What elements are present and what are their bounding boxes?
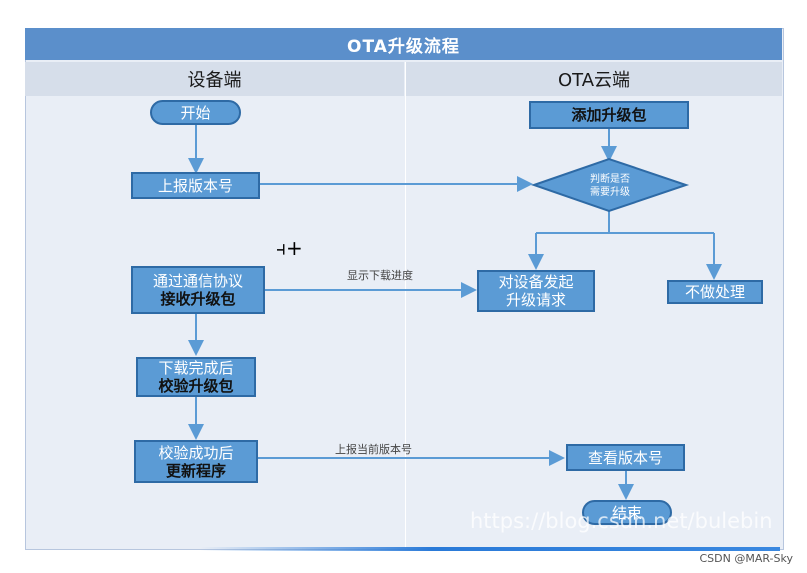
- judge-diamond-shape: [530, 157, 690, 213]
- edge-label-progress: 显示下载进度: [347, 269, 413, 282]
- judge-label-line2: 需要升级: [590, 187, 630, 198]
- check-version-node: 查看版本号: [566, 444, 685, 471]
- receive-package-label-line2: 接收升级包: [160, 290, 236, 308]
- no-action-node: 不做处理: [667, 280, 763, 304]
- judge-label-line1: 判断是否: [590, 174, 630, 185]
- update-program-node: 校验成功后 更新程序: [134, 440, 258, 483]
- report-version-node: 上报版本号: [131, 172, 260, 199]
- edge-label-report-current: 上报当前版本号: [335, 443, 412, 456]
- credit-text: CSDN @MAR-Sky: [699, 552, 793, 565]
- upgrade-request-node: 对设备发起 升级请求: [477, 270, 595, 312]
- diagram-title: OTA升级流程: [25, 28, 782, 60]
- start-node: 开始: [150, 100, 241, 125]
- verify-package-node: 下载完成后 校验升级包: [136, 357, 256, 397]
- lane-header-device: 设备端: [25, 62, 404, 96]
- upgrade-request-label-line1: 对设备发起: [498, 273, 574, 291]
- receive-package-label-line1: 通过通信协议: [152, 272, 243, 290]
- bottom-streak: [200, 547, 780, 551]
- lane-header-cloud: OTA云端: [406, 62, 782, 96]
- check-version-label: 查看版本号: [587, 448, 663, 467]
- upgrade-request-label-line2: 升级请求: [505, 291, 566, 309]
- verify-package-label-line2: 校验升级包: [158, 377, 234, 395]
- no-action-label: 不做处理: [684, 283, 745, 301]
- receive-package-node: 通过通信协议 接收升级包: [131, 266, 265, 314]
- start-label: 开始: [180, 103, 211, 122]
- update-program-label-line2: 更新程序: [165, 461, 226, 480]
- end-label: 结束: [611, 503, 642, 522]
- verify-package-label-line1: 下载完成后: [158, 359, 234, 377]
- add-package-node: 添加升级包: [529, 101, 689, 129]
- resize-cursor-icon: ⫞+: [276, 236, 303, 260]
- lane-divider: [405, 62, 406, 548]
- end-node: 结束: [582, 500, 672, 525]
- report-version-label: 上报版本号: [157, 176, 233, 195]
- update-program-label-line1: 校验成功后: [158, 443, 234, 462]
- add-package-label: 添加升级包: [571, 106, 647, 124]
- watermark-text: https://blog.csdn.net/bulebin: [470, 509, 773, 533]
- judge-node: 判断是否 需要升级: [566, 168, 654, 204]
